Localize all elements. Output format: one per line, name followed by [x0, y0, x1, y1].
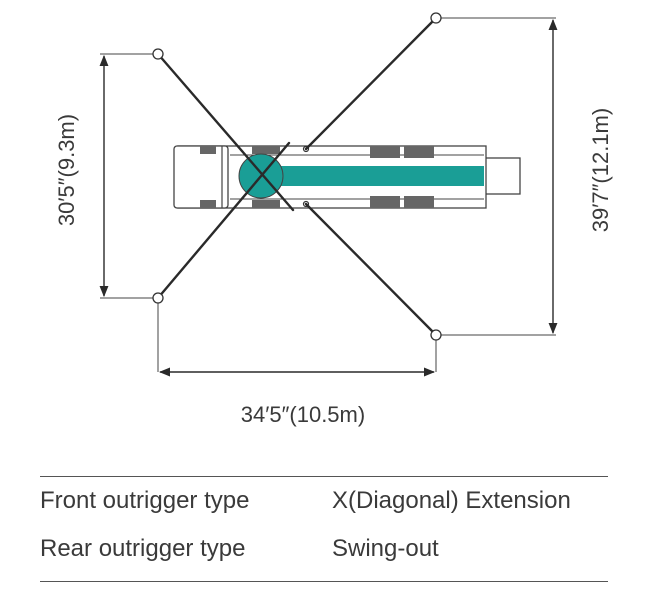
- rear-extension: [483, 157, 521, 195]
- spec-value: X(Diagonal) Extension: [332, 487, 571, 514]
- spec-label: Front outrigger type: [40, 487, 250, 514]
- truck-cab: [173, 145, 229, 209]
- spec-row-rear: Rear outrigger type Swing-out: [40, 525, 608, 573]
- spec-label: Rear outrigger type: [40, 535, 246, 562]
- spec-value: Swing-out: [332, 535, 439, 562]
- left-dimension-label: 30′5″(9.3m): [54, 114, 79, 226]
- right-dimension-label: 39′7″(12.1m): [588, 108, 613, 232]
- outrigger-pads: [152, 12, 442, 341]
- spec-table: Front outrigger type X(Diagonal) Extensi…: [40, 476, 608, 582]
- top-divider: [40, 476, 608, 477]
- truck-top-view: [173, 145, 521, 209]
- outrigger-beams: [156, 16, 438, 337]
- wheels: [200, 146, 434, 208]
- boom: [262, 166, 484, 186]
- bottom-divider: [40, 581, 608, 582]
- outrigger-diagram: 30′5″(9.3m) 39′7″(12.1m) 34′5″(10.5m): [54, 12, 613, 427]
- dimension-guides: [100, 17, 556, 372]
- bottom-dimension-label: 34′5″(10.5m): [241, 402, 365, 427]
- spec-row-front: Front outrigger type X(Diagonal) Extensi…: [40, 477, 608, 525]
